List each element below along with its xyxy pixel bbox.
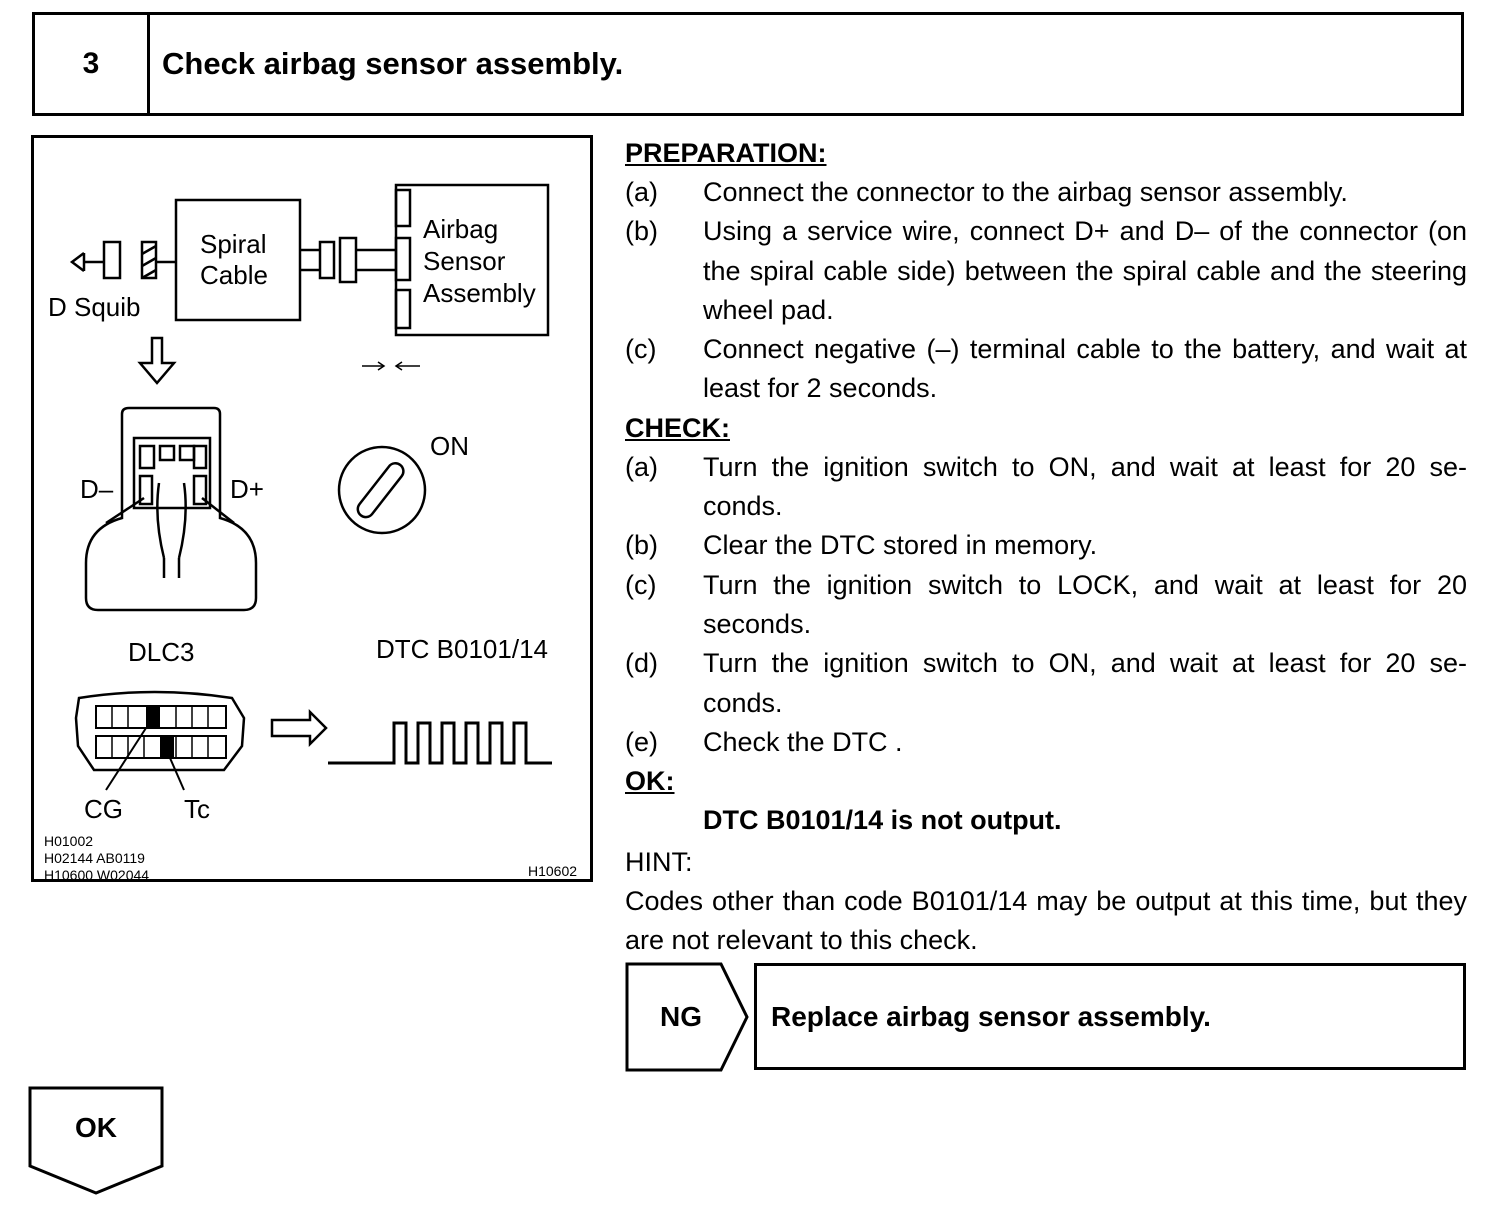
squib-connector-hatched: [140, 240, 158, 280]
figure-code-2: H02144 AB0119: [44, 850, 145, 866]
check-item-text: Check the DTC .: [703, 726, 903, 757]
dtc-waveform: [328, 721, 552, 765]
label-tc: Tc: [184, 794, 210, 824]
hollow-arrow: [270, 708, 328, 748]
prep-item-a: (a) Connect the connector to the airbag …: [625, 173, 1467, 212]
dlc3-connector: [74, 690, 246, 772]
label-on: ON: [430, 431, 469, 461]
ok-tag-shape: [28, 1086, 164, 1195]
label-airbag-2: Sensor: [423, 246, 506, 276]
ng-tag-shape: [625, 962, 749, 1072]
prep-item-mark: (a): [625, 177, 658, 207]
check-item-text: Clear the DTC stored in memory.: [703, 530, 1098, 561]
label-dlc3: DLC3: [128, 637, 194, 667]
check-item-a: (a) Turn the ignition switch to ON, and …: [625, 448, 1467, 527]
prep-item-text: Connect the connector to the airbag sens…: [703, 177, 1348, 207]
ok-branch-label: OK: [75, 1112, 117, 1143]
squib-connector-tip: [69, 252, 85, 272]
steering-pad-connector: [84, 406, 258, 612]
figure-code-1: H01002: [44, 833, 93, 849]
prep-item-text: Connect negative (–) terminal cable to t…: [703, 334, 1467, 404]
prep-item-c: (c) Connect negative (–) terminal cable …: [625, 330, 1467, 409]
label-d-squib: D Squib: [48, 292, 141, 322]
prep-item-text: Using a service wire, connect D+ and D– …: [703, 216, 1467, 325]
check-item-mark: (c): [625, 569, 657, 600]
prep-item-mark: (b): [625, 216, 658, 247]
figure-code-right: H10602: [528, 863, 577, 879]
label-cg: CG: [84, 794, 123, 824]
check-item-d: (d) Turn the ignition switch to ON, and …: [625, 644, 1467, 723]
step-number: 3: [35, 15, 150, 113]
check-item-text: Turn the ignition switch to ON, and wait…: [703, 451, 1467, 522]
check-item-e: (e) Check the DTC .: [625, 723, 1467, 762]
squib-connector-plug: [102, 240, 122, 280]
ok-heading: OK:: [625, 766, 675, 797]
spiral-cable-box: [174, 198, 302, 322]
wiring-illustration: D Squib Spiral Cable Airbag Sensor Assem…: [44, 183, 577, 883]
check-item-mark: (e): [625, 726, 658, 757]
check-heading: CHECK:: [625, 412, 730, 443]
label-airbag-3: Assembly: [423, 278, 536, 308]
figure-code-3: H10600 W02044: [44, 867, 149, 883]
step-title: Check airbag sensor assembly.: [162, 46, 624, 81]
hint-label: HINT:: [625, 847, 693, 878]
preparation-heading: PREPARATION:: [625, 138, 827, 168]
check-item-text: Turn the ignition switch to ON, and wait…: [703, 648, 1467, 718]
label-d-plus: D+: [230, 474, 264, 504]
check-item-c: (c) Turn the ignition switch to LOCK, an…: [625, 566, 1467, 645]
label-spiral-2: Cable: [200, 260, 268, 290]
procedure-text: PREPARATION: (a) Connect the connector t…: [625, 134, 1467, 960]
prep-item-b: (b) Using a service wire, connect D+ and…: [625, 212, 1467, 330]
label-d-minus: D–: [80, 474, 114, 504]
check-item-mark: (d): [625, 648, 658, 679]
check-item-b: (b) Clear the DTC stored in memory.: [625, 526, 1467, 565]
check-item-text: Turn the ignition switch to LOCK, and wa…: [703, 569, 1467, 639]
check-item-mark: (b): [625, 530, 658, 561]
step-header: 3 Check airbag sensor assembly.: [32, 12, 1464, 116]
label-airbag-1: Airbag: [423, 214, 498, 244]
illustration-frame: D Squib Spiral Cable Airbag Sensor Assem…: [31, 135, 593, 883]
label-spiral-1: Spiral: [200, 229, 266, 259]
label-dtc: DTC B0101/14: [376, 634, 548, 664]
check-item-mark: (a): [625, 451, 658, 482]
ok-result: DTC B0101/14 is not output.: [703, 805, 1062, 836]
ng-label: NG: [660, 1001, 702, 1032]
hint-text: Codes other than code B0101/14 may be ou…: [625, 886, 1467, 956]
prep-item-mark: (c): [625, 334, 657, 365]
ng-action: Replace airbag sensor assembly.: [754, 963, 1466, 1070]
ignition-key-cylinder: [337, 445, 427, 535]
